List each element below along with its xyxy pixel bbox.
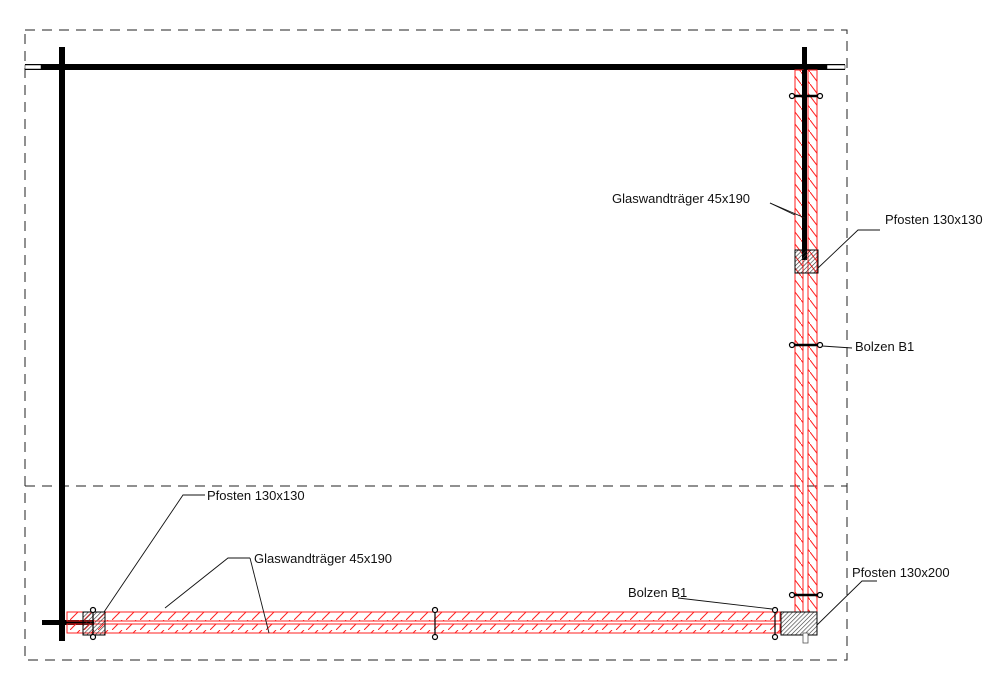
label-post-left: Pfosten 130x130 xyxy=(207,488,305,503)
label-glass-beam-bottom: Glaswandträger 45x190 xyxy=(254,551,392,566)
corner-stub xyxy=(802,632,809,644)
label-post-corner: Pfosten 130x200 xyxy=(852,565,950,580)
bolt-icon xyxy=(431,606,439,641)
label-bolt-bottom: Bolzen B1 xyxy=(628,585,687,600)
label-glass-beam-right: Glaswandträger 45x190 xyxy=(612,191,750,206)
label-post-right: Pfosten 130x130 xyxy=(885,212,983,227)
post-left xyxy=(82,611,106,636)
leader-lines xyxy=(103,202,880,634)
label-bolt-right: Bolzen B1 xyxy=(855,339,914,354)
bolt-icon xyxy=(788,341,824,349)
bolt-icon xyxy=(788,591,824,599)
bolt-icon xyxy=(771,606,779,641)
post-right xyxy=(794,249,819,274)
dashed-outline xyxy=(24,29,848,661)
bolts xyxy=(89,92,824,641)
post-corner xyxy=(780,611,818,636)
right-glass-wall-beams xyxy=(794,69,818,613)
bolt-icon xyxy=(89,606,97,641)
bolt-icon xyxy=(788,92,824,100)
bottom-glass-wall-beams xyxy=(66,611,781,634)
main-beams xyxy=(24,47,846,641)
